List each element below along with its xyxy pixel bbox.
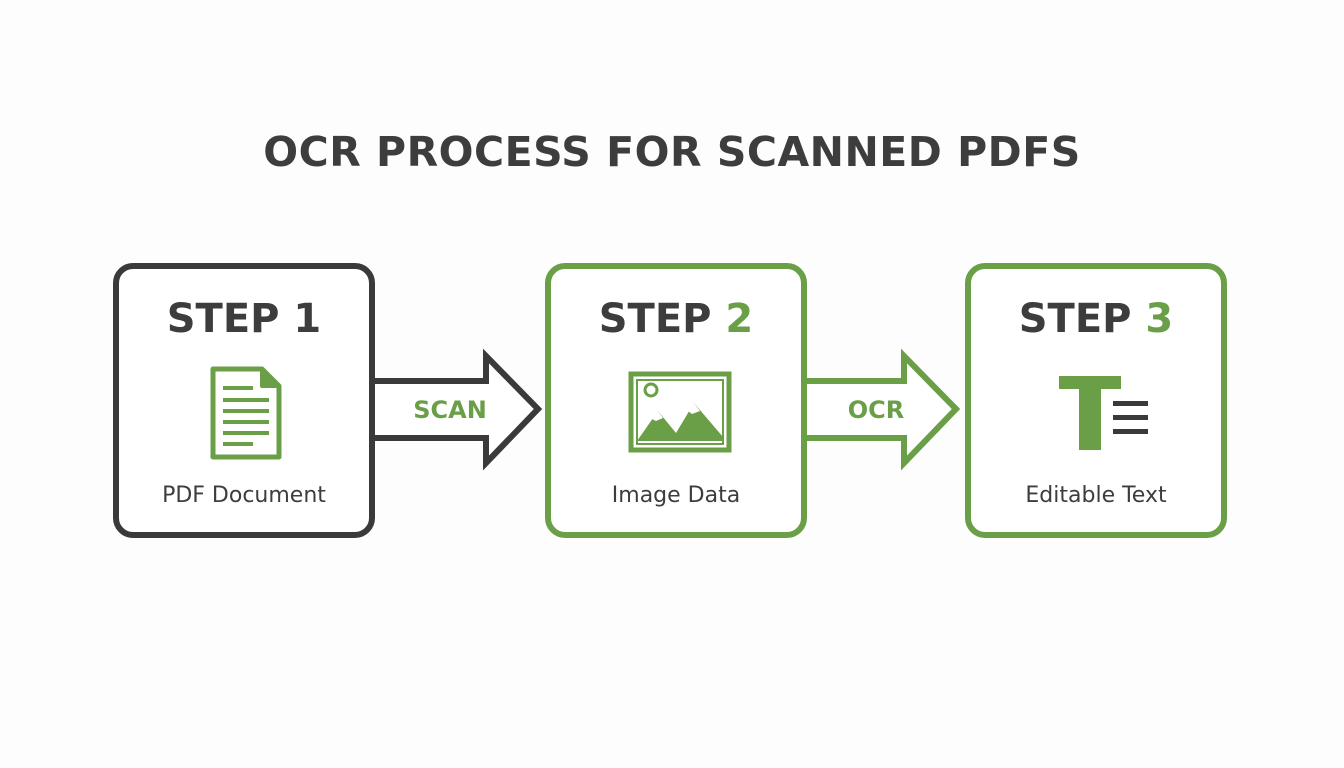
step-2-number: 2 xyxy=(725,296,754,342)
ocr-arrow xyxy=(800,348,961,471)
step-3-label: STEP xyxy=(1018,296,1132,342)
step-3-box: STEP 3 Editable Text xyxy=(965,263,1227,538)
diagram-title: OCR PROCESS FOR SCANNED PDFS xyxy=(263,128,1081,176)
ocr-arrow-label: OCR xyxy=(847,396,905,424)
step-1-number: 1 xyxy=(293,296,322,342)
step-2-caption: Image Data xyxy=(611,483,741,508)
scan-arrow-label: SCAN xyxy=(413,396,487,424)
document-icon xyxy=(210,366,282,460)
step-1-label: STEP xyxy=(166,296,280,342)
text-format-icon xyxy=(1059,376,1148,450)
image-icon xyxy=(628,371,732,453)
step-1-caption: PDF Document xyxy=(162,483,326,508)
step-1-box: STEP 1 PDF Document xyxy=(113,263,375,538)
step-3-heading: STEP 3 xyxy=(971,295,1221,343)
step-2-label: STEP xyxy=(598,296,712,342)
scan-arrow xyxy=(368,348,543,471)
step-2-heading: STEP 2 xyxy=(551,295,801,343)
step-3-caption: Editable Text xyxy=(1025,483,1167,508)
step-1-heading: STEP 1 xyxy=(119,295,369,343)
step-2-box: STEP 2 Image Data xyxy=(545,263,807,538)
step-3-number: 3 xyxy=(1145,296,1174,342)
